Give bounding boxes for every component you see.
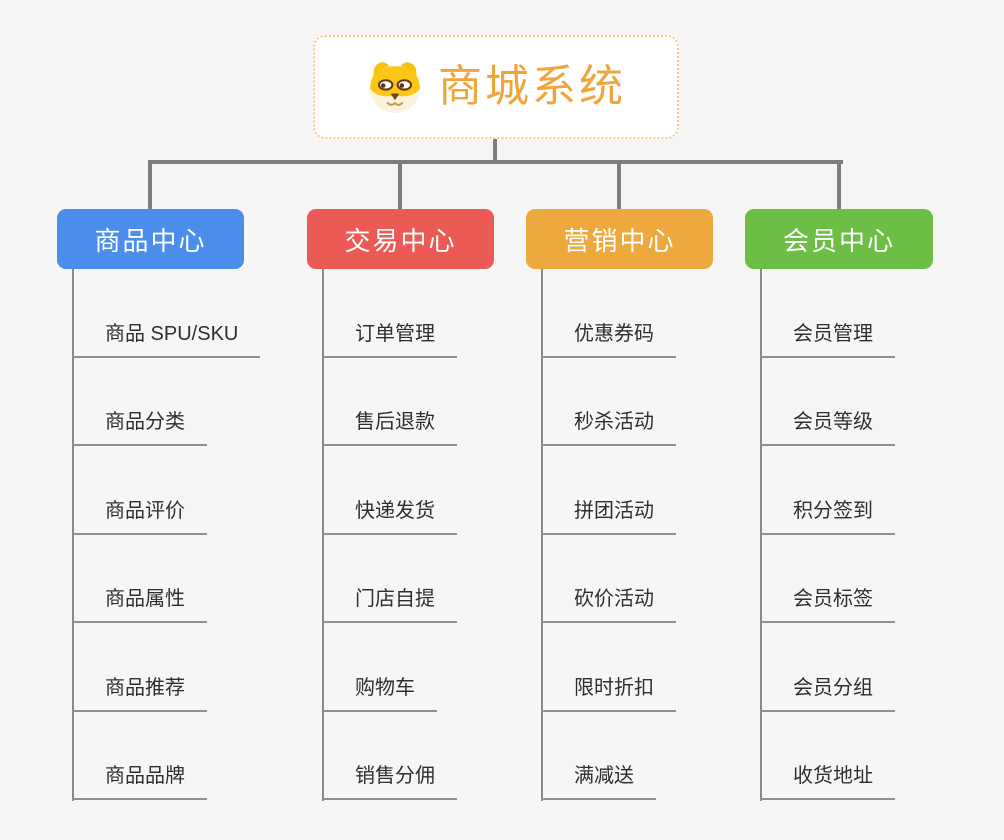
root-title: 商城系统 (438, 62, 626, 111)
child-topic[interactable]: 商品推荐 (72, 676, 207, 712)
child-topic[interactable]: 会员等级 (760, 410, 895, 446)
branch-label: 会员中心 (782, 225, 895, 256)
child-topic[interactable]: 会员分组 (760, 676, 895, 712)
child-topic[interactable]: 购物车 (322, 676, 437, 712)
child-topic[interactable]: 优惠券码 (541, 322, 676, 358)
connector-drop-marketing (617, 160, 621, 209)
spine-member (760, 269, 762, 801)
child-topic[interactable]: 商品分类 (72, 410, 207, 446)
column-product: 商品 SPU/SKU 商品分类 商品评价 商品属性 商品推荐 商品品牌 (72, 269, 261, 800)
child-topic[interactable]: 售后退款 (322, 410, 457, 446)
connector-drop-trade (398, 160, 402, 209)
child-topic[interactable]: 商品品牌 (72, 764, 207, 800)
child-topic[interactable]: 商品 SPU/SKU (72, 322, 261, 358)
column-member: 会员管理 会员等级 积分签到 会员标签 会员分组 收货地址 (760, 269, 895, 800)
child-topic[interactable]: 快递发货 (322, 499, 457, 535)
branch-label: 交易中心 (344, 225, 457, 256)
child-topic[interactable]: 商品属性 (72, 587, 207, 623)
branch-label: 商品中心 (94, 225, 207, 256)
connector-drop-product (148, 160, 152, 209)
connector-root-stem (493, 139, 497, 163)
child-topic[interactable]: 积分签到 (760, 499, 895, 535)
child-topic[interactable]: 收货地址 (760, 764, 895, 800)
branch-marketing-center[interactable]: 营销中心 (526, 209, 713, 269)
connector-horizontal-bar (148, 160, 843, 164)
connector-drop-member (837, 160, 841, 209)
branch-product-center[interactable]: 商品中心 (57, 209, 244, 269)
spine-product (72, 269, 74, 801)
branch-member-center[interactable]: 会员中心 (745, 209, 933, 269)
column-marketing: 优惠券码 秒杀活动 拼团活动 砍价活动 限时折扣 满减送 (541, 269, 676, 800)
child-topic[interactable]: 门店自提 (322, 587, 457, 623)
spine-marketing (541, 269, 543, 801)
column-trade: 订单管理 售后退款 快递发货 门店自提 购物车 销售分佣 (322, 269, 457, 800)
child-topic[interactable]: 商品评价 (72, 499, 207, 535)
branch-label: 营销中心 (563, 225, 676, 256)
branch-trade-center[interactable]: 交易中心 (307, 209, 494, 269)
dog-face-icon (366, 60, 424, 114)
child-topic[interactable]: 砍价活动 (541, 587, 676, 623)
spine-trade (322, 269, 324, 801)
child-topic[interactable]: 订单管理 (322, 322, 457, 358)
child-topic[interactable]: 会员管理 (760, 322, 895, 358)
child-topic[interactable]: 满减送 (541, 764, 656, 800)
child-topic[interactable]: 销售分佣 (322, 764, 457, 800)
child-topic[interactable]: 拼团活动 (541, 499, 676, 535)
child-topic[interactable]: 限时折扣 (541, 676, 676, 712)
child-topic[interactable]: 秒杀活动 (541, 410, 676, 446)
child-topic[interactable]: 会员标签 (760, 587, 895, 623)
root-node[interactable]: 商城系统 (313, 35, 679, 139)
